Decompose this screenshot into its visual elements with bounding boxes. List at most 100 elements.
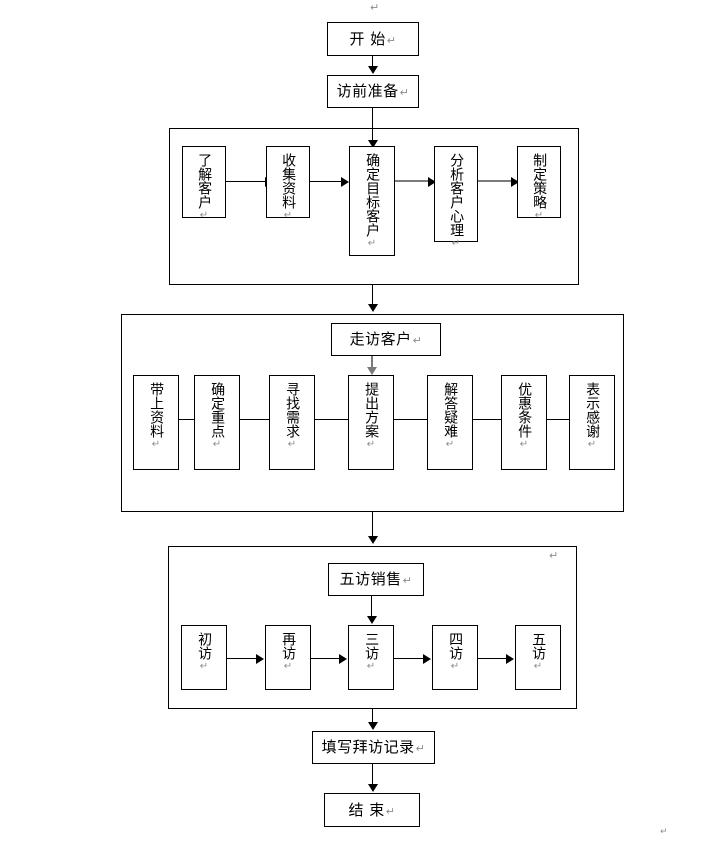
- stray-paragraph-mark-top: ↵: [370, 1, 380, 14]
- arrowhead-g3-2-3: [339, 654, 347, 664]
- g2-step-3-label: 寻找需求: [284, 382, 301, 438]
- start-node[interactable]: 开 始↵: [327, 22, 419, 56]
- g2-step-5[interactable]: 解答疑难 ↵: [427, 375, 473, 470]
- connector-g1-4-5: [478, 180, 514, 182]
- g3-header-node[interactable]: 五访销售↵: [328, 563, 424, 596]
- connector-start-prepare: [372, 56, 373, 67]
- connector-g3-1-2: [227, 658, 259, 659]
- arrowhead-g3-3-4: [423, 654, 431, 664]
- connector-g3-3-4: [394, 658, 426, 659]
- connector-record-end: [372, 764, 373, 786]
- stray-paragraph-mark-bottom: ↵: [660, 827, 668, 837]
- arrowhead-prepare-group1: [368, 140, 378, 148]
- g1-step-2[interactable]: 收集资料 ↵: [266, 146, 310, 221]
- paragraph-mark-icon: ↵: [534, 210, 544, 221]
- paragraph-mark-icon: ↵: [587, 439, 597, 450]
- visit-record-label: 填写拜访记录: [321, 738, 415, 756]
- g1-step-5[interactable]: 制定策略 ↵: [517, 146, 561, 221]
- paragraph-mark-icon: ↵: [283, 210, 293, 221]
- g3-step-1[interactable]: 初访 ↵: [181, 625, 227, 690]
- connector-g2-4-5: [394, 419, 427, 420]
- group3-corner-paragraph-mark-icon: ↵: [549, 549, 559, 562]
- connector-g2-3-4: [315, 419, 348, 420]
- arrowhead-g3-header-step3: [367, 616, 377, 624]
- paragraph-mark-icon: ↵: [366, 439, 376, 450]
- arrowhead-g1-4-5: [511, 177, 519, 187]
- paragraph-mark-icon: ↵: [451, 238, 461, 249]
- arrowhead-g1-3-4: [428, 177, 436, 187]
- g2-step-7-label: 表示感谢: [584, 382, 601, 438]
- g2-step-4[interactable]: 提出方案 ↵: [348, 375, 394, 470]
- connector-g2-6-7: [547, 419, 569, 420]
- g2-step-4-label: 提出方案: [363, 382, 380, 438]
- g2-step-1[interactable]: 带上资料 ↵: [133, 375, 179, 470]
- g3-step-4-label: 四访: [447, 632, 464, 660]
- g3-step-1-label: 初访: [196, 632, 213, 660]
- connector-g2-2-3: [240, 419, 269, 420]
- g2-step-5-label: 解答疑难: [442, 382, 459, 438]
- paragraph-mark-icon: ↵: [151, 439, 161, 450]
- g3-step-5[interactable]: 五访 ↵: [515, 625, 561, 690]
- g3-step-5-label: 五访: [530, 632, 547, 660]
- g3-step-4[interactable]: 四访 ↵: [432, 625, 478, 690]
- g1-step-4-label: 分析客户心理: [448, 153, 465, 237]
- pre-visit-preparation-node[interactable]: 访前准备↵: [327, 75, 419, 108]
- arrowhead-start-prepare: [368, 66, 378, 74]
- connector-group2-group3: [372, 512, 373, 538]
- g2-step-2[interactable]: 确定重点 ↵: [194, 375, 240, 470]
- g2-step-7[interactable]: 表示感谢 ↵: [569, 375, 615, 470]
- connector-group1-group2: [372, 285, 373, 307]
- visit-record-node[interactable]: 填写拜访记录↵: [312, 731, 435, 764]
- end-node-label: 结 束: [348, 800, 385, 819]
- paragraph-mark-icon: ↵: [415, 742, 426, 755]
- g2-step-6-label: 优惠条件: [516, 382, 533, 438]
- g3-step-2[interactable]: 再访 ↵: [265, 625, 311, 690]
- connector-g1-3-4: [395, 180, 431, 182]
- end-node[interactable]: 结 束↵: [324, 793, 420, 827]
- g1-step-5-label: 制定策略: [531, 153, 548, 209]
- connector-g3-header-step3: [371, 596, 372, 618]
- paragraph-mark-icon: ↵: [199, 661, 209, 672]
- paragraph-mark-icon: ↵: [199, 210, 209, 221]
- g2-step-3[interactable]: 寻找需求 ↵: [269, 375, 315, 470]
- arrowhead-g1-2-3: [341, 177, 349, 187]
- g2-step-2-label: 确定重点: [209, 382, 226, 438]
- arrowhead-g2-header-step4: [367, 367, 377, 375]
- arrowhead-record-end: [368, 784, 378, 792]
- arrowhead-group2-group3: [368, 536, 378, 544]
- g2-header-node[interactable]: 走访客户↵: [331, 323, 441, 356]
- g1-step-1[interactable]: 了解客户 ↵: [182, 146, 226, 221]
- paragraph-mark-icon: ↵: [533, 661, 543, 672]
- connector-g2-header-step4: [371, 356, 373, 370]
- g1-step-2-label: 收集资料: [280, 153, 297, 209]
- arrowhead-g3-4-5: [506, 654, 514, 664]
- paragraph-mark-icon: ↵: [367, 238, 377, 249]
- group-pre-visit-preparation: [169, 128, 579, 285]
- group-visit-customer: [121, 314, 624, 512]
- g2-header-label: 走访客户: [349, 330, 412, 348]
- connector-g1-1-2: [226, 181, 268, 182]
- paragraph-mark-icon: ↵: [412, 334, 423, 347]
- start-node-label: 开 始: [349, 29, 386, 48]
- g1-step-4[interactable]: 分析客户心理 ↵: [434, 146, 478, 249]
- g2-step-1-label: 带上资料: [148, 382, 165, 438]
- g2-step-6[interactable]: 优惠条件 ↵: [501, 375, 547, 470]
- g1-step-3[interactable]: 确定目标客户 ↵: [349, 146, 395, 256]
- arrowhead-group3-record: [368, 722, 378, 730]
- pre-visit-preparation-label: 访前准备: [336, 82, 399, 100]
- paragraph-mark-icon: ↵: [366, 661, 376, 672]
- paragraph-mark-icon: ↵: [287, 439, 297, 450]
- arrowhead-group1-group2: [368, 304, 378, 312]
- g3-step-2-label: 再访: [280, 632, 297, 660]
- paragraph-mark-icon: ↵: [385, 804, 396, 818]
- paragraph-mark-icon: ↵: [445, 439, 455, 450]
- g3-step-3[interactable]: 三访 ↵: [348, 625, 394, 690]
- paragraph-mark-icon: ↵: [450, 661, 460, 672]
- arrowhead-g3-1-2: [256, 654, 264, 664]
- g3-header-label: 五访销售: [339, 570, 402, 588]
- g1-step-3-label: 确定目标客户: [364, 153, 381, 237]
- connector-g3-2-3: [311, 658, 342, 659]
- connector-g2-5-6: [473, 419, 501, 420]
- paragraph-mark-icon: ↵: [402, 574, 413, 587]
